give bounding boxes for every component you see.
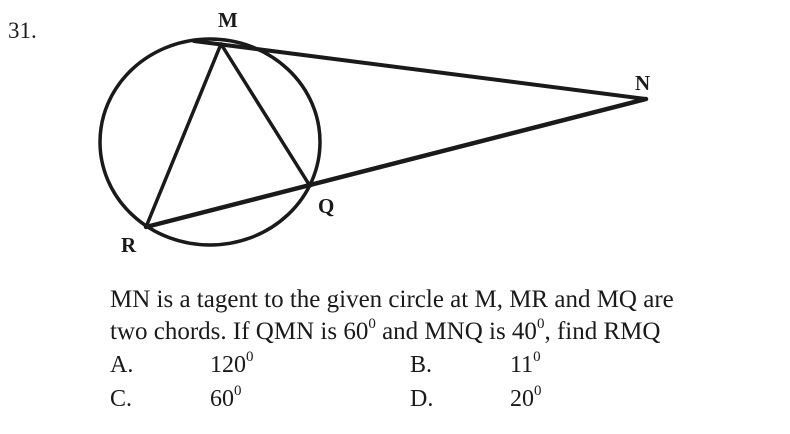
question-line-2-part-b: and MNQ is 40 bbox=[375, 318, 537, 345]
label-N: N bbox=[635, 71, 650, 95]
question-line-2-part-a: two chords. If QMN is 60 bbox=[110, 318, 369, 345]
question-text: MN is a tagent to the given circle at M,… bbox=[110, 284, 770, 348]
option-a-letter: A. bbox=[110, 352, 134, 378]
label-Q: Q bbox=[318, 194, 334, 218]
degree-sup: 0 bbox=[368, 315, 376, 332]
chord-MR bbox=[144, 42, 223, 229]
tangent-MN bbox=[192, 39, 648, 101]
question-number: 31. bbox=[8, 18, 37, 43]
option-b-value: 110 bbox=[510, 349, 541, 379]
circle bbox=[98, 37, 322, 247]
question-line-2-part-c: , find RMQ bbox=[544, 318, 661, 345]
secant-NR bbox=[143, 96, 649, 230]
label-M: M bbox=[218, 8, 238, 32]
option-c-letter: C. bbox=[110, 386, 133, 412]
question-line-1: MN is a tagent to the given circle at M,… bbox=[110, 286, 674, 313]
label-R: R bbox=[121, 233, 137, 257]
chord-MQ bbox=[219, 42, 312, 188]
option-d-value: 200 bbox=[510, 383, 542, 413]
degree-sup: 0 bbox=[536, 315, 545, 332]
option-c-value: 600 bbox=[210, 383, 242, 413]
option-b-letter: B. bbox=[410, 352, 433, 378]
question-line-2: two chords. If QMN is 600 and MNQ is 400… bbox=[110, 316, 770, 348]
option-a-value: 1200 bbox=[210, 349, 254, 379]
option-d-letter: D. bbox=[410, 386, 434, 412]
